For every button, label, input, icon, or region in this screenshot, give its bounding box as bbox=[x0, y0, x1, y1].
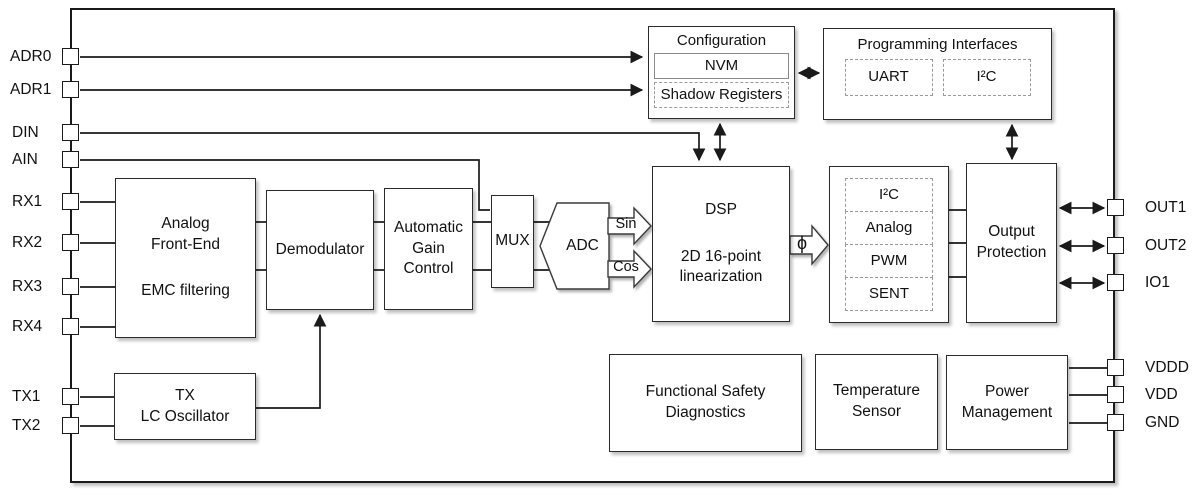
agc-block: Automatic Gain Control bbox=[384, 188, 473, 310]
pin-gnd bbox=[1107, 414, 1124, 431]
temperature-sensor-line1: Temperature bbox=[832, 382, 920, 400]
mux-block: MUX bbox=[491, 195, 534, 288]
pin-io1 bbox=[1107, 274, 1124, 291]
pin-label-out2: OUT2 bbox=[1145, 237, 1187, 254]
agc-label-line2: Gain bbox=[412, 239, 445, 257]
pin-rx2 bbox=[62, 234, 79, 251]
adc-label: ADC bbox=[566, 237, 599, 254]
output-mode-sent: SENT bbox=[845, 276, 933, 312]
pin-vdd bbox=[1107, 386, 1124, 403]
sin-signal-label: Sin bbox=[615, 216, 637, 232]
pin-tx2 bbox=[62, 417, 79, 434]
configuration-title: Configuration bbox=[676, 32, 767, 49]
pin-label-din: DIN bbox=[12, 124, 39, 141]
phi-signal-label: ϕ bbox=[796, 233, 808, 253]
nvm-box: NVM bbox=[654, 53, 789, 79]
pin-din bbox=[62, 124, 79, 141]
programming-interfaces-title: Programming Interfaces bbox=[857, 36, 1018, 53]
output-modes-block: I²C Analog PWM SENT bbox=[829, 166, 949, 323]
pin-label-adr1: ADR1 bbox=[10, 81, 52, 98]
pin-label-rx1: RX1 bbox=[12, 193, 43, 210]
output-protection-line1: Output bbox=[988, 223, 1035, 241]
pin-label-tx2: TX2 bbox=[12, 417, 41, 434]
output-mode-analog-label: Analog bbox=[865, 218, 913, 236]
pin-out1 bbox=[1107, 199, 1124, 216]
pin-label-rx4: RX4 bbox=[12, 318, 43, 335]
programming-interfaces-row: UART I²C bbox=[844, 59, 1031, 96]
output-protection-line2: Protection bbox=[976, 244, 1047, 261]
output-protection-block: Output Protection bbox=[966, 163, 1057, 323]
dsp-label-line2: 2D 16-point bbox=[680, 247, 762, 265]
pin-rx1 bbox=[62, 193, 79, 210]
pin-label-ain: AIN bbox=[12, 151, 38, 168]
output-mode-i2c: I²C bbox=[845, 177, 933, 213]
output-mode-pwm-label: PWM bbox=[870, 251, 908, 269]
cos-signal-label: Cos bbox=[613, 259, 639, 275]
pin-label-rx3: RX3 bbox=[12, 278, 43, 295]
pin-label-vdd: VDD bbox=[1145, 386, 1178, 403]
phi-arrow-shape bbox=[789, 224, 829, 266]
afe-label-line1: Analog bbox=[161, 214, 210, 232]
temperature-sensor-block: Temperature Sensor bbox=[815, 354, 938, 450]
sin-arrow-shape bbox=[607, 206, 652, 246]
pin-label-rx2: RX2 bbox=[12, 234, 43, 251]
pin-label-out1: OUT1 bbox=[1145, 199, 1187, 216]
dsp-label-line3: linearization bbox=[679, 268, 763, 286]
pin-adr0 bbox=[62, 48, 79, 65]
power-management-line1: Power bbox=[985, 382, 1029, 400]
afe-label-line2: Front-End bbox=[151, 235, 220, 253]
output-mode-pwm: PWM bbox=[845, 243, 933, 279]
dsp-block: DSP 2D 16-point linearization bbox=[652, 166, 790, 322]
agc-label-line3: Control bbox=[403, 260, 454, 278]
functional-safety-line1: Functional Safety bbox=[645, 383, 766, 401]
functional-safety-line2: Diagnostics bbox=[665, 404, 746, 421]
tx-oscillator-line2: LC Oscillator bbox=[140, 407, 230, 425]
configuration-block: Configuration NVM Shadow Registers bbox=[648, 26, 795, 119]
analog-front-end-block: Analog Front-End EMC filtering bbox=[115, 178, 256, 338]
pin-rx3 bbox=[62, 278, 79, 295]
output-mode-analog: Analog bbox=[845, 210, 933, 246]
output-mode-i2c-label: I²C bbox=[879, 185, 899, 203]
pin-ain bbox=[62, 151, 79, 168]
shadow-registers-box: Shadow Registers bbox=[654, 82, 789, 108]
pin-label-vddd: VDDD bbox=[1145, 359, 1189, 376]
tx-oscillator-line1: TX bbox=[175, 386, 195, 404]
pin-vddd bbox=[1107, 359, 1124, 376]
power-management-block: Power Management bbox=[946, 355, 1068, 450]
pin-adr1 bbox=[62, 81, 79, 98]
pin-out2 bbox=[1107, 237, 1124, 254]
demodulator-label: Demodulator bbox=[275, 240, 365, 258]
i2c-programming-label: I²C bbox=[976, 68, 997, 86]
uart-box: UART bbox=[844, 59, 933, 96]
pin-label-io1: IO1 bbox=[1145, 274, 1170, 291]
nvm-label: NVM bbox=[704, 56, 739, 74]
output-mode-sent-label: SENT bbox=[868, 284, 909, 302]
agc-label-line1: Automatic bbox=[394, 218, 463, 236]
pin-label-tx1: TX1 bbox=[12, 388, 41, 405]
shadow-registers-label: Shadow Registers bbox=[660, 85, 783, 103]
cos-arrow-shape bbox=[607, 249, 652, 289]
i2c-programming-box: I²C bbox=[942, 59, 1031, 96]
adc-block-shape bbox=[539, 202, 610, 290]
pin-label-gnd: GND bbox=[1145, 414, 1180, 431]
temperature-sensor-line2: Sensor bbox=[851, 403, 902, 420]
dsp-label-line1: DSP bbox=[705, 200, 737, 218]
pin-label-adr0: ADR0 bbox=[10, 48, 52, 65]
power-management-line2: Management bbox=[961, 403, 1053, 421]
functional-safety-block: Functional Safety Diagnostics bbox=[609, 354, 802, 452]
mux-label: MUX bbox=[495, 232, 530, 250]
pin-tx1 bbox=[62, 388, 79, 405]
ain-to-mux-line bbox=[80, 159, 490, 211]
pin-rx4 bbox=[62, 318, 79, 335]
din-to-dsp-line bbox=[80, 132, 706, 162]
afe-label-line3: EMC filtering bbox=[141, 282, 230, 300]
tx-lc-oscillator-block: TX LC Oscillator bbox=[114, 373, 256, 440]
demodulator-block: Demodulator bbox=[266, 190, 374, 310]
programming-interfaces-block: Programming Interfaces UART I²C bbox=[823, 28, 1052, 120]
txosc-to-demod-line bbox=[256, 313, 327, 409]
uart-label: UART bbox=[868, 68, 909, 86]
